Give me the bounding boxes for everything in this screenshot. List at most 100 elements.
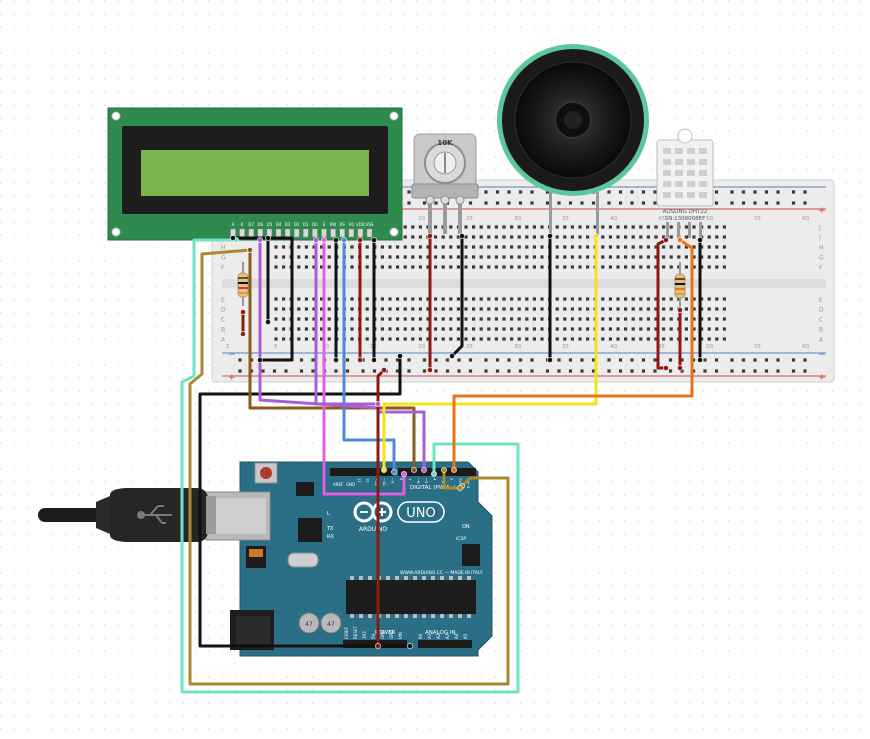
breadboard-hole xyxy=(707,265,711,269)
breadboard-hole xyxy=(646,317,650,321)
breadboard-hole xyxy=(684,255,688,259)
breadboard-hole xyxy=(365,337,369,341)
rail-hole xyxy=(764,190,769,194)
breadboard-hole xyxy=(297,265,301,269)
potentiometer: 10K xyxy=(411,133,479,234)
breadboard-hole xyxy=(555,297,559,301)
breadboard-hole xyxy=(578,245,582,249)
breadboard-hole xyxy=(274,327,278,331)
breadboard-hole xyxy=(434,225,438,229)
breadboard-hole xyxy=(601,225,605,229)
breadboard-hole xyxy=(510,225,514,229)
rail-hole xyxy=(495,369,500,373)
breadboard-hole xyxy=(494,337,498,341)
rail-hole xyxy=(468,358,473,362)
breadboard-hole xyxy=(715,235,719,239)
row-letter: H xyxy=(819,245,824,252)
rail-hole xyxy=(703,369,707,373)
breadboard-hole xyxy=(722,245,726,249)
breadboard-hole xyxy=(707,337,711,341)
icsp-header xyxy=(462,544,480,566)
breadboard-hole xyxy=(608,235,612,239)
breadboard-hole xyxy=(578,235,582,239)
rail-hole xyxy=(434,201,438,205)
rail-hole xyxy=(468,369,473,373)
breadboard-hole xyxy=(532,307,536,311)
rail-hole xyxy=(741,369,746,373)
power-pin-label: GND xyxy=(380,630,385,639)
breadboard-hole xyxy=(297,307,301,311)
breadboard-hole xyxy=(418,297,422,301)
on-label: ON xyxy=(462,524,470,530)
breadboard-hole xyxy=(350,245,354,249)
rail-hole xyxy=(791,358,796,362)
lcd-pin xyxy=(366,228,373,238)
rail-hole xyxy=(457,358,461,362)
capacitor-label: 47 xyxy=(327,621,335,628)
breadboard-hole xyxy=(472,225,476,229)
wire-end-dot xyxy=(397,353,403,359)
breadboard-hole xyxy=(464,225,468,229)
chip-pin xyxy=(458,614,462,618)
breadboard-hole xyxy=(274,307,278,311)
breadboard-hole xyxy=(601,235,605,239)
rail-hole xyxy=(395,369,400,373)
breadboard-hole xyxy=(487,235,491,239)
wire-end-dot xyxy=(265,319,271,325)
breadboard-hole xyxy=(715,245,719,249)
breadboard-hole xyxy=(631,265,635,269)
breadboard-hole xyxy=(692,297,696,301)
breadboard-hole xyxy=(540,327,544,331)
breadboard-hole xyxy=(624,317,628,321)
rail-hole xyxy=(776,190,780,194)
breadboard-hole xyxy=(411,297,415,301)
breadboard-hole xyxy=(418,307,422,311)
breadboard-hole xyxy=(586,245,590,249)
wire-end-dot xyxy=(230,235,236,241)
breadboard-hole xyxy=(418,235,422,239)
breadboard-hole xyxy=(646,307,650,311)
breadboard-hole xyxy=(608,225,612,229)
breadboard-hole xyxy=(434,307,438,311)
breadboard-hole xyxy=(646,297,650,301)
lcd-pin-label: VSS xyxy=(366,222,374,227)
breadboard-hole xyxy=(487,337,491,341)
wire-end-dot xyxy=(341,237,347,243)
breadboard-hole xyxy=(639,337,643,341)
breadboard-hole xyxy=(646,265,650,269)
breadboard-hole xyxy=(715,265,719,269)
gnd-label: GND xyxy=(346,482,355,487)
breadboard-hole xyxy=(274,337,278,341)
column-number: 50 xyxy=(706,344,713,350)
breadboard-hole xyxy=(563,245,567,249)
rail-hole xyxy=(703,358,707,362)
rail-hole xyxy=(653,190,657,194)
breadboard-hole xyxy=(700,307,704,311)
breadboard-hole xyxy=(426,255,430,259)
chip-pin xyxy=(422,614,426,618)
rail-hole xyxy=(618,369,623,373)
breadboard-hole xyxy=(532,225,536,229)
breadboard-hole xyxy=(449,297,453,301)
lcd-screen xyxy=(141,150,369,196)
breadboard-hole xyxy=(426,245,430,249)
breadboard-hole xyxy=(616,307,620,311)
rail-hole xyxy=(557,369,561,373)
breadboard-hole xyxy=(456,255,460,259)
digital-pin-label: ~9 xyxy=(391,478,395,484)
reset-button-cap[interactable] xyxy=(260,467,272,479)
breadboard-hole xyxy=(304,317,308,321)
row-letter: C xyxy=(819,317,823,324)
rail-hole xyxy=(407,201,411,205)
column-number: 30 xyxy=(514,344,521,350)
breadboard-hole xyxy=(479,307,483,311)
wire-end-dot xyxy=(371,237,377,243)
power-pin-label: VIN xyxy=(398,632,403,639)
breadboard-hole xyxy=(669,265,673,269)
rail-hole xyxy=(568,369,573,373)
breadboard-hole xyxy=(624,235,628,239)
breadboard-hole xyxy=(662,235,666,239)
rail-hole xyxy=(311,358,315,362)
column-number: 60 xyxy=(802,216,809,222)
